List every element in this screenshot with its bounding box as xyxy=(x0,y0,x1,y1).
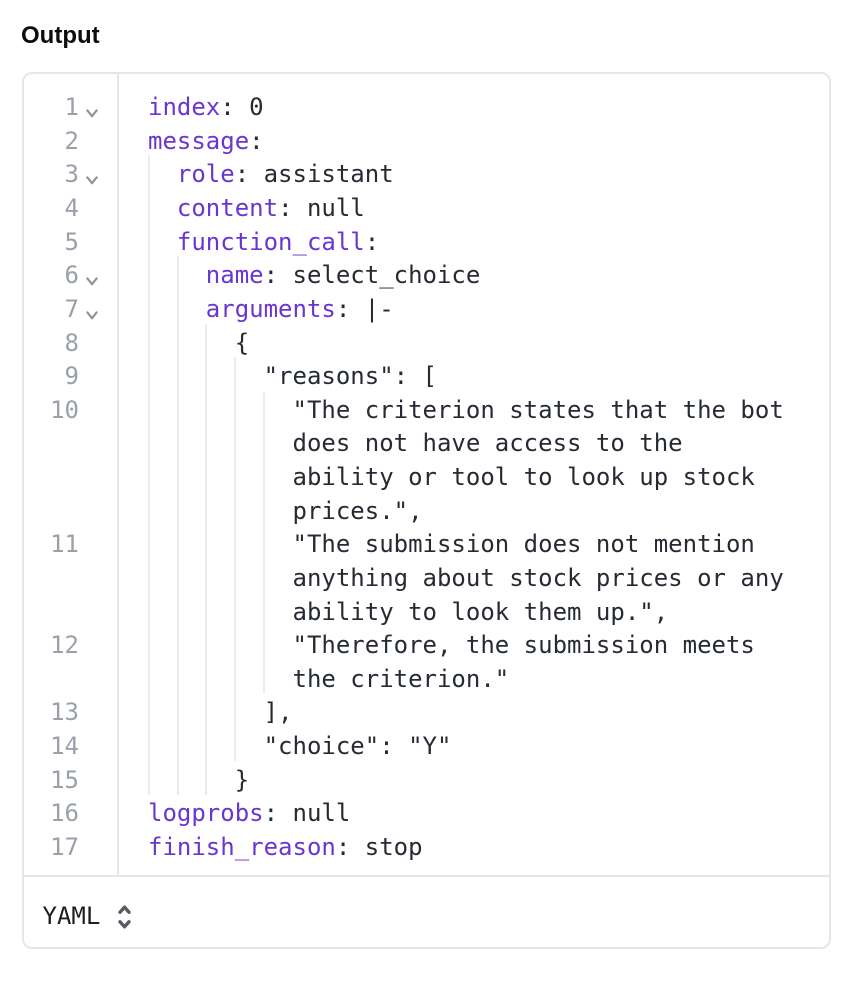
code-line-wrap: anything about stock prices or any xyxy=(24,562,829,596)
yaml-key: message xyxy=(148,126,250,155)
code-line: 11 "The submission does not mention xyxy=(24,528,829,562)
fold-toggle-chevron-down-icon[interactable] xyxy=(86,109,98,118)
code-line: 5 function_call: xyxy=(24,226,829,260)
line-number: 14 xyxy=(50,732,79,761)
code-line-wrap: the criterion." xyxy=(24,663,829,697)
code-line-text: does not have access to the xyxy=(148,429,683,458)
line-number: 17 xyxy=(50,832,79,861)
line-number: 12 xyxy=(50,631,79,660)
code-line-text: prices.", xyxy=(148,496,423,525)
code-line: 6 name: select_choice xyxy=(24,259,829,293)
code-line-text: "reasons": [ xyxy=(148,362,437,391)
code-line-text: ability to look them up.", xyxy=(148,597,669,626)
code-line: 16 logprobs: null xyxy=(24,797,829,831)
code-line-text: ability or tool to look up stock xyxy=(148,463,755,492)
line-number: 4 xyxy=(64,194,79,223)
line-number: 1 xyxy=(64,93,79,122)
code-line: 13 ], xyxy=(24,696,829,730)
line-number: 13 xyxy=(50,698,79,727)
code-line-text: message: xyxy=(148,126,264,155)
line-number: 15 xyxy=(50,765,79,794)
viewer-footer: YAML xyxy=(24,875,829,947)
code-line: 8 { xyxy=(24,327,829,361)
code-line-text: name: select_choice xyxy=(205,261,481,290)
code-line-text: } xyxy=(148,765,250,794)
code-line-text: finish_reason: stop xyxy=(148,832,423,861)
line-number: 3 xyxy=(64,160,79,189)
output-section-title: Output xyxy=(21,21,100,49)
code-line-text: index: 0 xyxy=(148,93,264,122)
code-line-text: "The criterion states that the bot xyxy=(148,395,784,424)
code-line-text: arguments: |- xyxy=(205,294,394,323)
yaml-key: name xyxy=(205,261,264,290)
code-line: 2 message: xyxy=(24,125,829,159)
yaml-key: function_call xyxy=(176,227,365,256)
indent-guide xyxy=(147,155,150,795)
line-number: 2 xyxy=(64,126,79,155)
code-line-wrap: does not have access to the xyxy=(24,427,829,461)
yaml-key: index xyxy=(148,93,221,122)
code-line: 4 content: null xyxy=(24,192,829,226)
code-line: 3 role: assistant xyxy=(24,158,829,192)
code-line-text: logprobs: null xyxy=(148,799,351,828)
code-line: 9 "reasons": [ xyxy=(24,360,829,394)
indent-guide xyxy=(234,357,237,761)
code-line: 1 index: 0 xyxy=(24,91,829,125)
code-line-text: content: null xyxy=(176,194,365,223)
fold-toggle-chevron-down-icon[interactable] xyxy=(86,176,98,185)
indent-guide xyxy=(176,256,179,795)
code-line-wrap: prices.", xyxy=(24,495,829,529)
line-number: 5 xyxy=(64,227,79,256)
line-number: 8 xyxy=(64,328,79,357)
yaml-key: finish_reason xyxy=(148,832,336,861)
line-number: 10 xyxy=(50,395,79,424)
code-line-wrap: ability to look them up.", xyxy=(24,596,829,630)
code-line-text: function_call: xyxy=(176,227,380,256)
code-line: 15 } xyxy=(24,764,829,798)
language-select[interactable]: YAML xyxy=(24,877,159,947)
code-line-text: "Therefore, the submission meets xyxy=(148,631,755,660)
code-line: 7 arguments: |- xyxy=(24,293,829,327)
code-line: 14 "choice": "Y" xyxy=(24,730,829,764)
code-line-text: role: assistant xyxy=(176,160,394,189)
line-number: 9 xyxy=(64,362,79,391)
line-number: 7 xyxy=(64,294,79,323)
line-number: 11 xyxy=(50,530,79,559)
indent-guide xyxy=(205,323,208,795)
code-line-wrap: ability or tool to look up stock xyxy=(24,461,829,495)
yaml-key: arguments xyxy=(205,294,336,323)
gutter-divider xyxy=(117,74,119,875)
fold-toggle-chevron-down-icon[interactable] xyxy=(86,310,98,320)
line-number: 6 xyxy=(64,261,79,290)
chevron-up-down-icon xyxy=(117,905,131,929)
yaml-key: role xyxy=(176,160,235,189)
code-line: 10 "The criterion states that the bot xyxy=(24,394,829,428)
indent-guide xyxy=(263,390,266,694)
yaml-key: logprobs xyxy=(148,799,264,828)
code-line-text: ], xyxy=(148,698,293,727)
code-line-text: { xyxy=(148,328,250,357)
language-select-value: YAML xyxy=(42,902,101,931)
code-line: 17 finish_reason: stop xyxy=(24,831,829,865)
yaml-key: content xyxy=(176,194,279,223)
code-line: 12 "Therefore, the submission meets xyxy=(24,629,829,663)
code-line-text: the criterion." xyxy=(148,664,510,693)
line-number: 16 xyxy=(50,799,79,828)
code-line-text: "choice": "Y" xyxy=(148,732,452,761)
fold-toggle-chevron-down-icon[interactable] xyxy=(86,277,98,286)
code-line-text: anything about stock prices or any xyxy=(148,563,784,592)
code-line-text: "The submission does not mention xyxy=(148,530,755,559)
